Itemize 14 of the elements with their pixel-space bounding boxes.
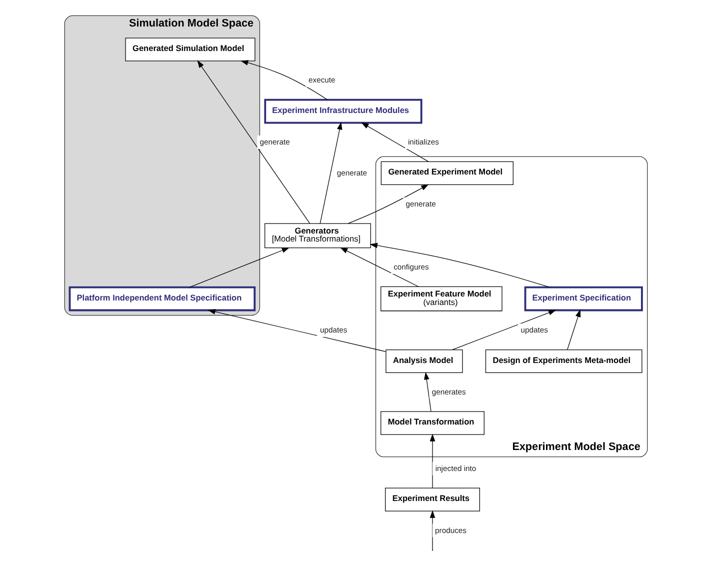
arrow [360,122,428,162]
arrow [196,60,310,224]
arrow [240,60,328,100]
arrow [369,242,550,288]
arrow [429,510,435,550]
arrow [429,434,435,488]
arrow [452,310,556,350]
arrow [423,372,431,412]
arrow [347,184,428,224]
arrow [319,122,342,224]
arrow [339,247,418,287]
arrow [207,309,386,352]
arrow [566,309,580,350]
arrow [188,247,290,288]
